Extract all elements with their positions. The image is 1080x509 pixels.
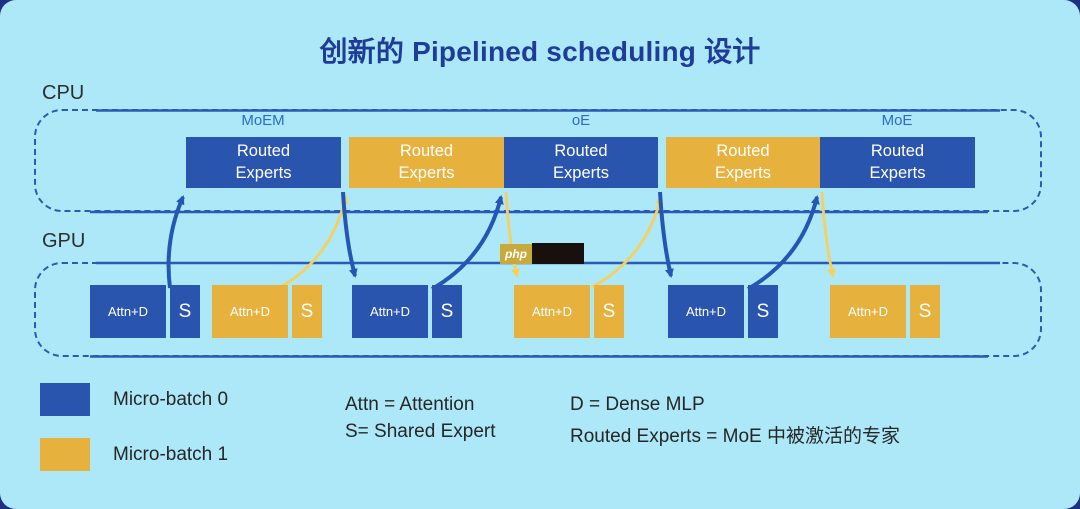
routed-experts-box: Routed Experts bbox=[186, 137, 341, 188]
arrow-down-batch0-1 bbox=[341, 191, 358, 278]
php-watermark-redaction bbox=[532, 243, 584, 264]
shared-expert-box: S bbox=[170, 285, 200, 338]
php-watermark: php bbox=[500, 243, 584, 264]
routed-experts-label: Experts bbox=[398, 163, 455, 182]
note-attn-definition: Attn = Attention bbox=[345, 394, 475, 415]
arrow-down-batch0-2 bbox=[658, 191, 674, 278]
shared-expert-box: S bbox=[748, 285, 778, 338]
routed-experts-box: Routed Experts bbox=[504, 137, 658, 188]
legend-swatch-micro-batch-1 bbox=[40, 438, 90, 471]
phase-tag-moem: MoEM bbox=[241, 112, 285, 129]
gpu-row-label: GPU bbox=[42, 230, 86, 252]
attn-dense-box: Attn+D bbox=[514, 285, 590, 338]
shared-expert-box: S bbox=[432, 285, 462, 338]
page-title: 创新的 Pipelined scheduling 设计 bbox=[319, 36, 761, 67]
note-shared-definition: S= Shared Expert bbox=[345, 421, 496, 442]
note-routed-definition: Routed Experts = MoE 中被激活的专家 bbox=[570, 426, 900, 447]
routed-experts-label: Routed bbox=[399, 142, 454, 161]
legend-label-micro-batch-1: Micro-batch 1 bbox=[113, 444, 229, 465]
routed-experts-label: Routed bbox=[236, 142, 291, 161]
routed-experts-box: Routed Experts bbox=[820, 137, 975, 188]
routed-experts-label: Routed bbox=[870, 142, 925, 161]
php-watermark-logo: php bbox=[500, 243, 532, 264]
routed-experts-box: Routed Experts bbox=[349, 137, 504, 188]
attn-dense-box: Attn+D bbox=[90, 285, 166, 338]
routed-experts-label: Experts bbox=[553, 163, 609, 182]
attn-dense-box: Attn+D bbox=[830, 285, 906, 338]
arrow-up-batch0-1 bbox=[166, 195, 185, 289]
legend-label-micro-batch-0: Micro-batch 0 bbox=[113, 389, 229, 410]
routed-experts-label: Experts bbox=[235, 163, 292, 182]
routed-experts-label: Routed bbox=[716, 142, 770, 161]
arrow-up-batch1-1 bbox=[279, 195, 349, 289]
arrow-down-batch1-2 bbox=[820, 191, 836, 278]
arrow-up-batch0-2 bbox=[431, 195, 504, 291]
attn-dense-box: Attn+D bbox=[352, 285, 428, 338]
phase-tag-oe: oE bbox=[571, 112, 591, 129]
arrow-up-batch0-3 bbox=[747, 195, 820, 291]
phase-tag-moe: MoE bbox=[881, 112, 913, 129]
routed-experts-box: Routed Experts bbox=[666, 137, 820, 188]
shared-expert-box: S bbox=[594, 285, 624, 338]
cpu-row-label: CPU bbox=[42, 82, 85, 104]
routed-experts-label: Routed bbox=[554, 142, 608, 161]
shared-expert-box: S bbox=[910, 285, 940, 338]
attn-dense-box: Attn+D bbox=[668, 285, 744, 338]
arrow-down-batch1-1 bbox=[504, 191, 520, 278]
arrow-up-batch1-2 bbox=[591, 195, 664, 289]
routed-experts-label: Experts bbox=[715, 163, 771, 182]
legend-swatch-micro-batch-0 bbox=[40, 383, 90, 416]
note-dense-definition: D = Dense MLP bbox=[570, 394, 705, 415]
shared-expert-box: S bbox=[292, 285, 322, 338]
attn-dense-box: Attn+D bbox=[212, 285, 288, 338]
routed-experts-label: Experts bbox=[869, 163, 926, 182]
